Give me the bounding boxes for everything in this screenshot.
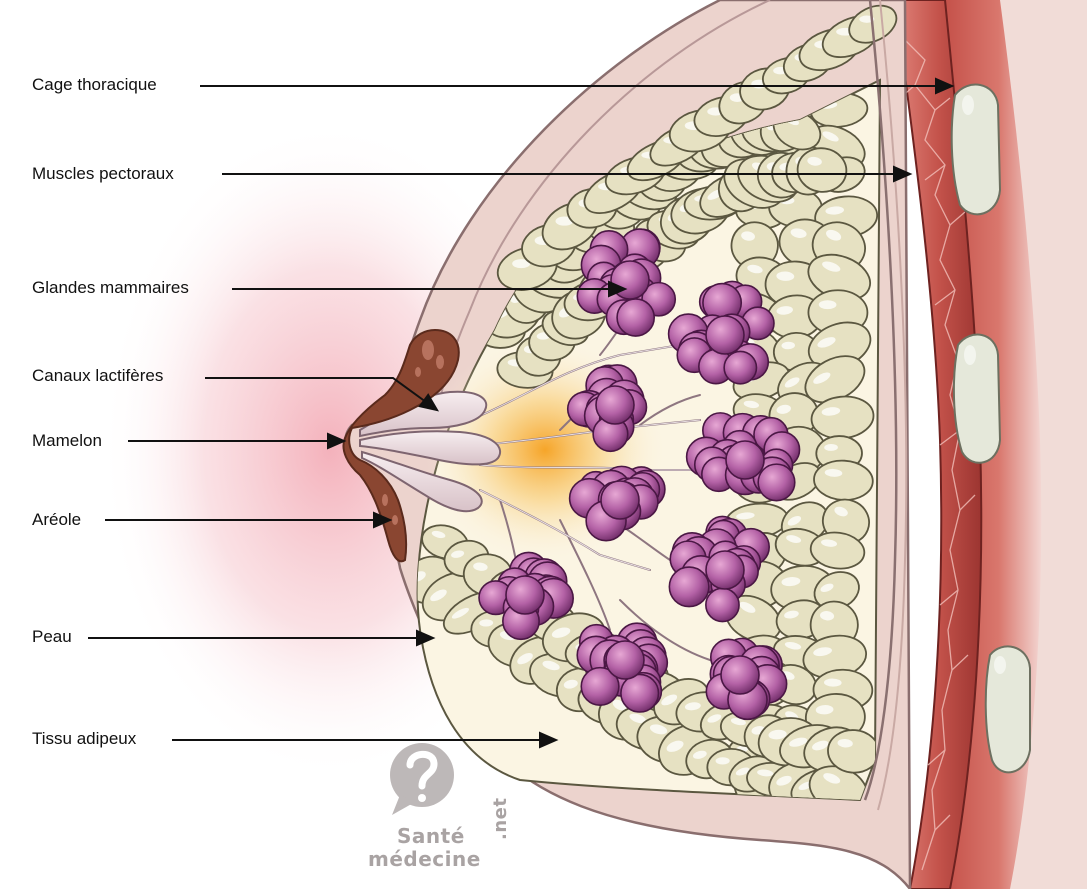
- watermark-suffix: .net: [490, 797, 511, 840]
- gland-lobule: [576, 622, 669, 713]
- leader-peau: [88, 629, 436, 647]
- label-canaux-lactiferes: Canaux lactifères: [32, 366, 164, 385]
- label-peau: Peau: [32, 627, 72, 646]
- fat-globule: [802, 634, 867, 680]
- question-mark-bubble-icon: [390, 743, 454, 815]
- watermark-line1: Santé: [397, 824, 465, 848]
- gland-lobule: [568, 465, 666, 542]
- fat-globule: [810, 395, 875, 440]
- gland-lobule: [685, 412, 801, 502]
- gland-lobule: [668, 515, 771, 623]
- fat-globule: [804, 355, 866, 404]
- leader-glandes-mammaires: [232, 280, 628, 298]
- label-glandes-mammaires: Glandes mammaires: [32, 278, 189, 297]
- gland-lobule: [566, 364, 648, 453]
- gland-lobule: [667, 280, 775, 385]
- leader-areole: [105, 511, 393, 529]
- watermark-line2: médecine: [368, 847, 481, 871]
- fat-globule: [796, 147, 848, 193]
- label-tissu-adipeux: Tissu adipeux: [32, 729, 137, 748]
- gland-lobule: [478, 551, 574, 641]
- gland-lobule: [705, 637, 788, 721]
- leader-tissu-adipeux: [172, 731, 559, 749]
- label-muscles-pectoraux: Muscles pectoraux: [32, 164, 174, 183]
- leader-cage-thoracique: [200, 77, 955, 95]
- leader-muscles-pectoraux: [222, 165, 913, 183]
- fat-globule: [813, 459, 874, 501]
- label-mamelon: Mamelon: [32, 431, 102, 450]
- leader-canaux-lactiferes: [205, 377, 440, 412]
- label-areole: Aréole: [32, 510, 82, 529]
- label-cage-thoracique: Cage thoracique: [32, 75, 157, 94]
- leader-mamelon: [128, 432, 347, 450]
- fat-globule: [809, 531, 866, 570]
